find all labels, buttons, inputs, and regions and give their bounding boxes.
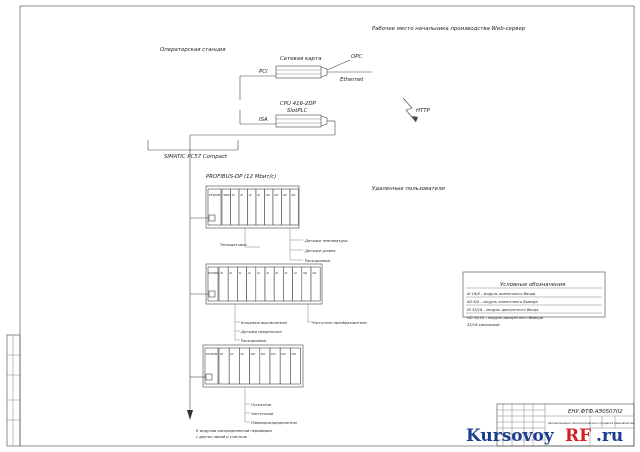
rack-1-slot-label: AO (290, 193, 296, 197)
rack-1-slot-label: AO (282, 193, 288, 197)
watermark-suffix: .ru (596, 426, 623, 446)
remote-users-label: Удаленные пользователи (372, 186, 445, 192)
bottom-arrow-label-2: с других линий и участков (196, 435, 247, 439)
rack-1-slot-label: SM374 (223, 193, 233, 197)
rack-1-slot-label: AI (239, 193, 243, 197)
rack-2-slot-label: AO (311, 271, 317, 275)
rack-3-slot-label: DO (251, 352, 256, 356)
ethernet-label: Ethernet (340, 77, 364, 83)
rack-3-slot-label: DI (241, 352, 244, 356)
stamp-code: ЕНУ.ФТФ.АЭ050702 (568, 409, 623, 415)
cpu-connector (320, 115, 328, 127)
rack-3-slot-label: DO (261, 352, 266, 356)
margin-strip (6, 334, 21, 447)
opc-arrow (326, 59, 351, 71)
rack-1-port (208, 214, 216, 222)
rack-1-head-label: ET200M (209, 193, 221, 197)
sheet-frame (19, 5, 635, 447)
cpu-box (275, 114, 322, 128)
title-block: ЕНУ.ФТФ.АЭ050702 Автоматизация технологи… (496, 403, 635, 447)
callout-limit-sensors: Датчики предельные (240, 330, 282, 334)
rack-3-slot-label: DI (230, 352, 233, 356)
watermark-left: Kursovoy (466, 426, 555, 446)
network-card-connector (320, 66, 328, 78)
legend-item-3: DI 32/16 – модуль дискретного Ввода (467, 308, 538, 312)
rack-3: ET200M DI DI DI DO DO DO DO DO (202, 344, 304, 388)
rack-2-slot-label: AI (293, 271, 297, 275)
rack-1-slot-label: AI (231, 193, 235, 197)
legend-item-4: DO 32/16 – модуль дискретного Вывода (467, 316, 543, 320)
rack-3-callouts: Пускатели Частотники Пневмораспределител… (244, 387, 298, 425)
rack-2-slot (310, 266, 321, 302)
rack-2-slot-label: AI (256, 271, 260, 275)
rack-2-slot-label: AO (302, 271, 308, 275)
network-card-box (275, 65, 322, 79)
rack-3-head-label: ET200M (206, 352, 218, 356)
rack-1-slot-label: AI (248, 193, 252, 197)
rack-2-slot-label: AI (274, 271, 278, 275)
stamp-note: Автоматизация технологического процесса … (547, 421, 635, 425)
rack-1-callouts: Тензодатчики Датчики температуры Датчики… (220, 228, 348, 263)
callout-vfd: Частотные преобразователи (312, 321, 367, 325)
http-arrow (402, 97, 418, 123)
rack-3-slot-label: DO (271, 352, 276, 356)
simatic-label: SIMATIC PC57 Compact (164, 154, 228, 160)
bottom-arrow-label-1: К модулям распределенной периферии (196, 429, 272, 433)
rack-2-slot-label: AI (228, 271, 232, 275)
network-card-label: Сетевая карта (280, 56, 321, 62)
bottom-arrow-icon (187, 410, 193, 420)
simatic-bracket (147, 140, 239, 151)
isa-label: ISA (259, 117, 268, 123)
rack-2-slot-label: AI (238, 271, 242, 275)
callout-tenzo: Тензодатчики (220, 243, 247, 247)
callout-temp: Датчики температуры (304, 239, 348, 243)
http-label: HTTP (416, 108, 431, 114)
operator-station-label: Операторская станция (160, 47, 226, 53)
rack-2-slot-label: AI (247, 271, 251, 275)
rack-1-slot-label: AO (265, 193, 271, 197)
rack-3-slot-label: DO (281, 352, 286, 356)
rack-2-slot-label: AI (219, 271, 223, 275)
rack-2-head-label: ET200M (209, 271, 221, 275)
callout-pneumo: Пневмораспределители (251, 421, 298, 425)
rack-1-slot-label: AO (273, 193, 279, 197)
rack-1-slot (289, 188, 299, 226)
rack-2-slot-label: AI (284, 271, 288, 275)
watermark-right: RF (565, 426, 591, 446)
rack-2-slot-label: AI (265, 271, 269, 275)
rack-3-slot (290, 347, 301, 385)
workplace-label: Рабочее место начальника производства We… (372, 26, 526, 32)
profibus-label: PROFIBUS-DP (12 Mbит/с) (206, 174, 276, 180)
opc-label: OPC (351, 54, 362, 60)
legend-box: Условные обозначения AI 16/8 – модуль ан… (462, 271, 606, 327)
callout-flow-1: Расходомеры (305, 259, 331, 263)
callout-level: Датчики уровня (304, 249, 336, 253)
pci-label: PCI (259, 69, 268, 75)
rack-1-slot-label: AI (256, 193, 260, 197)
rack-2-callouts: Концевые выключатели Датчики предельные … (234, 304, 367, 343)
rack-3-slot-label: DO (292, 352, 297, 356)
legend-item-2: AO 8/4 – модуль аналогового Вывода (466, 300, 538, 304)
rack-3-port (205, 373, 213, 381)
callout-freq: Частотники (251, 412, 274, 416)
legend-title: Условные обозначения (500, 282, 566, 288)
callout-limit-switch: Концевые выключатели (241, 321, 287, 325)
callout-flow-2: Расходомеры (241, 339, 267, 343)
rack-2-head (207, 266, 219, 302)
watermark: Kursovoy RF .ru (466, 426, 623, 446)
slot-plc-label: SlotPLC (287, 108, 308, 114)
rack-3-slot-label: DI (220, 352, 223, 356)
rack-2-port (208, 290, 216, 298)
cpu-label: CPU 416-2DP (280, 101, 316, 107)
legend-item-5: 32/16-канальный (467, 323, 500, 327)
legend-item-1: AI 16/8 – модуль аналогового Ввода (466, 292, 535, 296)
callout-starters: Пускатели (251, 403, 272, 407)
